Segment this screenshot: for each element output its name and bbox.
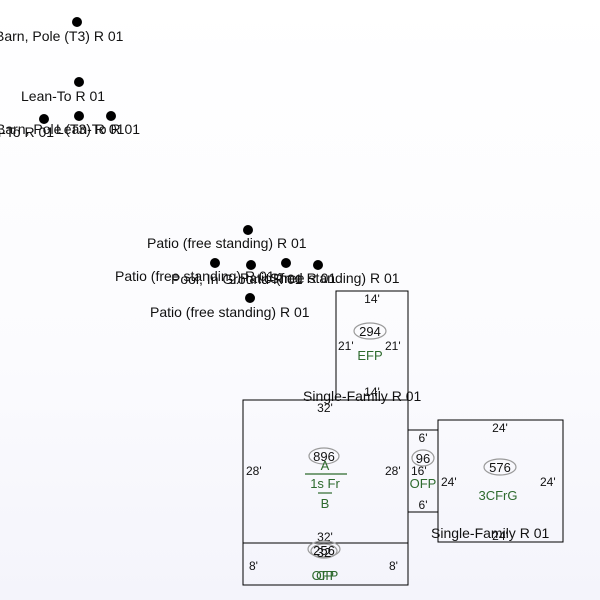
efp-right-dim: 21' <box>385 339 401 353</box>
lean-to-right-label: Lean-To R 01 <box>56 121 140 137</box>
main-left-dim: 28' <box>246 464 262 478</box>
garage-bottom-dim: 24' <box>492 529 508 543</box>
garage-section[interactable] <box>437 419 564 543</box>
barn-pole-left-marker[interactable] <box>39 114 49 124</box>
garage-top-dim: 24' <box>492 421 508 435</box>
shed-marker[interactable] <box>281 258 291 268</box>
main-top-dim: 32' <box>317 401 333 415</box>
patio-top-marker[interactable] <box>243 225 253 235</box>
pool-marker[interactable] <box>246 260 256 270</box>
main-code-1s: 1s Fr <box>310 476 340 491</box>
lower-code-b: CP <box>316 568 334 583</box>
patio-mid-right-label: Patio (free standing) R 01 <box>240 270 400 286</box>
ofp-bottom-dim: 6' <box>419 498 428 512</box>
main-code-b: B <box>321 496 330 511</box>
main-area-oval <box>308 447 340 465</box>
patio-mid-right-marker[interactable] <box>313 260 323 270</box>
shed-label: Shed R 01 <box>270 270 336 286</box>
efp-area-oval <box>353 322 387 340</box>
garage-area-oval <box>483 458 517 476</box>
ofp-area: 96 <box>416 451 430 466</box>
lean-to-marker[interactable] <box>74 77 84 87</box>
ofp-area-oval <box>411 449 435 467</box>
garage-code: 3CFrG <box>479 488 518 503</box>
lower-right-dim: 8' <box>389 559 398 573</box>
garage-right-dim: 24' <box>540 475 556 489</box>
ofp-top-dim: 6' <box>419 431 428 445</box>
garage-section-label: Single-Family R 01 <box>431 525 549 541</box>
barn-pole-left-label: Barn, Pole (T3) R 01 <box>0 121 125 137</box>
ofp-side-dim: 16' <box>411 464 427 478</box>
efp-top-dim: 14' <box>364 292 380 306</box>
patio-top-label: Patio (free standing) R 01 <box>147 235 307 251</box>
lower-area-oval-a <box>307 540 341 558</box>
lower-top-dim: 32' <box>317 530 333 544</box>
efp-left-dim: 21' <box>338 339 354 353</box>
main-right-dim: 28' <box>385 464 401 478</box>
lean-to-right-marker[interactable] <box>106 111 116 121</box>
lower-area-oval-b <box>310 543 338 559</box>
patio-mid-left-label: Patio (free standing) R 01 <box>115 268 275 284</box>
lower-section[interactable] <box>242 542 409 586</box>
main-area: 896 <box>313 449 335 464</box>
patio-bottom-marker[interactable] <box>245 293 255 303</box>
lean-to-under-label: Lean-To R 01 <box>0 124 54 140</box>
main-code-a: A <box>321 458 330 473</box>
patio-mid-left-marker[interactable] <box>210 258 220 268</box>
lower-area-b: 32 <box>317 545 331 560</box>
lower-area-a: 256 <box>313 543 335 558</box>
patio-bottom-label: Patio (free standing) R 01 <box>150 304 310 320</box>
efp-area: 294 <box>359 324 381 339</box>
efp-bottom-dim: 14' <box>364 385 380 399</box>
garage-area: 576 <box>489 460 511 475</box>
barn-pole-label: Barn, Pole (T3) R 01 <box>0 28 124 44</box>
garage-left-dim: 24' <box>441 475 457 489</box>
lower-code-a: OFP <box>312 568 339 583</box>
lean-to-mid-marker[interactable] <box>74 111 84 121</box>
efp-code: EFP <box>357 348 382 363</box>
lean-to-label: Lean-To R 01 <box>21 88 105 104</box>
ofp-code: OFP <box>410 476 437 491</box>
lower-left-dim: 8' <box>249 559 258 573</box>
pool-label: Pool, In Ground R 01 <box>171 271 303 287</box>
barn-pole-marker[interactable] <box>72 17 82 27</box>
